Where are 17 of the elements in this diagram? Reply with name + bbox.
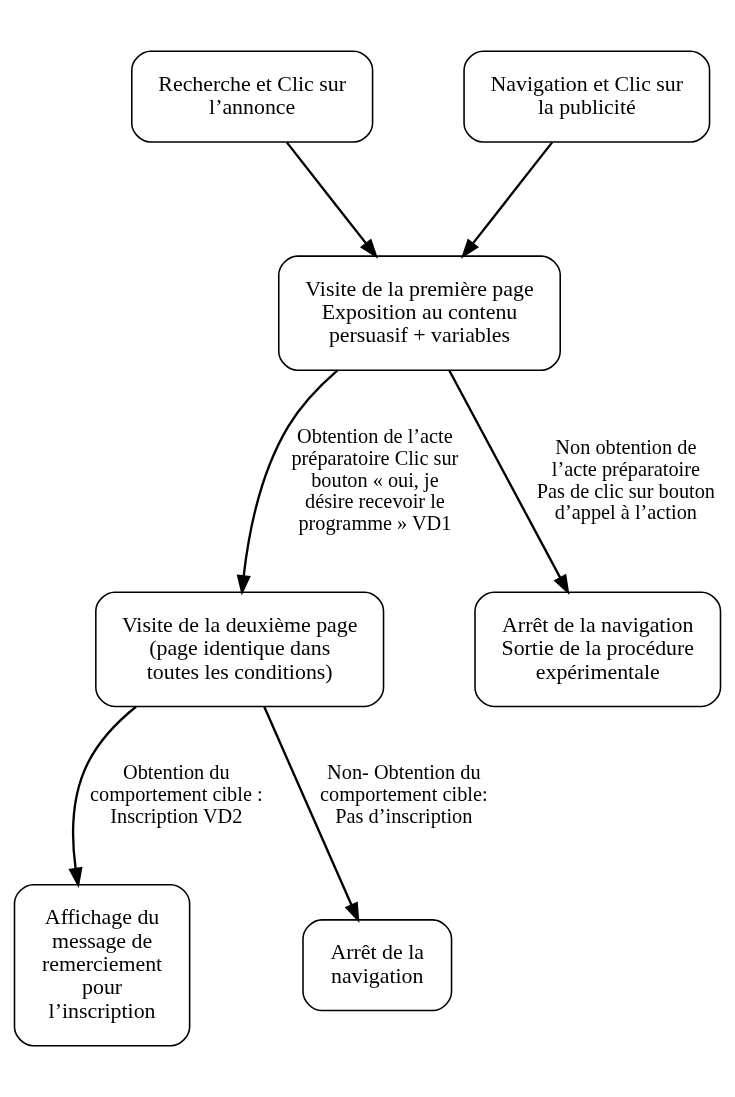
edge-label: Obtention du comportement cible : Inscription VD2 bbox=[90, 760, 263, 827]
node-box: Recherche et Clic sur l’annonce bbox=[131, 50, 374, 143]
arrow bbox=[460, 141, 554, 259]
arrow bbox=[68, 705, 137, 889]
node-box: Visite de la première page Exposition au contenu persuasif + variables bbox=[278, 255, 561, 371]
edge-label: Non- Obtention du comportement cible: Pas d’inscription bbox=[320, 760, 488, 827]
edge-label: Non obtention de l’acte préparatoire Pas de clic sur bouton d’appel à l’action bbox=[536, 435, 716, 524]
node-box: Visite de la deuxième page (page identique dans toutes les conditions) bbox=[95, 591, 385, 708]
arrow bbox=[236, 369, 339, 596]
node-box: Affichage du message de remerciement pour l’inscription bbox=[13, 883, 191, 1047]
arrow bbox=[285, 141, 379, 259]
node-box: Arrêt de la navigation Sortie de la procédure expérimentale bbox=[474, 591, 722, 708]
edge-label: Obtention de l’acte préparatoire Clic sur bouton « oui, je désire recevoir le programme » VD1 bbox=[291, 424, 459, 535]
node-box: Navigation et Clic sur la publicité bbox=[463, 50, 711, 143]
arrow bbox=[263, 706, 360, 924]
arrow bbox=[448, 369, 570, 595]
node-box: Arrêt de la navigation bbox=[302, 919, 453, 1012]
